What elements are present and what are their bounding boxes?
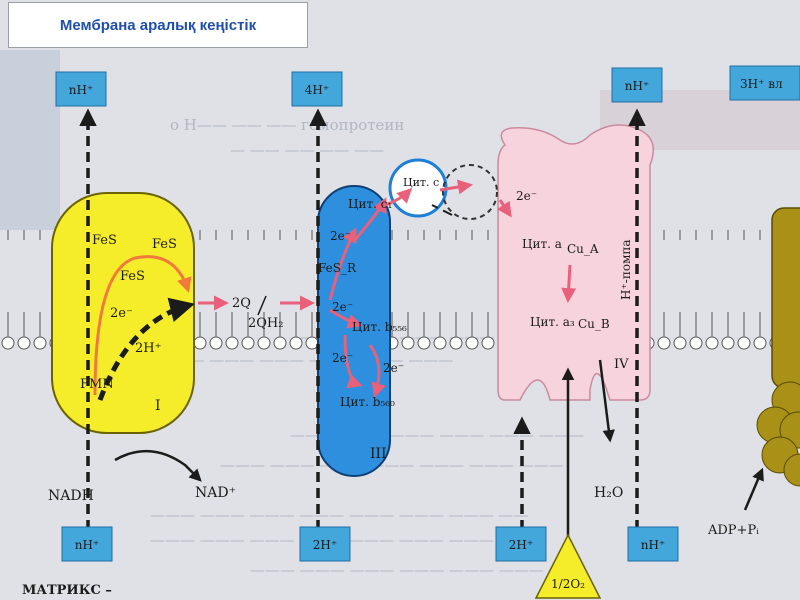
svg-text:FeS: FeS	[152, 237, 177, 252]
svg-text:о Н—— —— —— гемопротеин: о Н—— —— —— гемопротеин	[170, 116, 404, 134]
svg-text:nH⁺: nH⁺	[75, 538, 100, 552]
svg-text:Цит. a₃: Цит. a₃	[530, 315, 575, 329]
svg-text:2e⁻: 2e⁻	[332, 300, 353, 314]
complex-iii-labels: Цит. c₁ 2e⁻ FeS_R 2e⁻ Цит. b₅₅₆ 2e⁻ 2e⁻ …	[318, 197, 407, 462]
svg-text:I: I	[155, 398, 161, 414]
svg-text:2e⁻: 2e⁻	[332, 351, 353, 365]
svg-text:2Q: 2Q	[232, 296, 251, 311]
proton-pathways	[79, 108, 646, 530]
proton-box-top-3: nH⁺	[611, 67, 663, 103]
electron-path-complex-i	[93, 255, 192, 396]
svg-text:FMN: FMN	[80, 377, 114, 392]
svg-text:Cu_A: Cu_A	[567, 242, 599, 256]
svg-text:H⁺-помпа: H⁺-помпа	[619, 239, 633, 300]
svg-text:Cu_B: Cu_B	[578, 317, 610, 331]
complex-iv-labels: 2e⁻ Цит. a Cu_A Цит. a₃ Cu_B IV H⁺-помпа	[516, 189, 633, 372]
water-label: H₂O	[594, 485, 623, 501]
proton-box-bottom-2: 2H⁺	[299, 526, 351, 562]
svg-text:2QH₂: 2QH₂	[248, 316, 283, 331]
svg-text:Цит. c₁: Цит. c₁	[348, 197, 392, 211]
svg-text:FeS_R: FeS_R	[318, 261, 357, 275]
svg-text:nH⁺: nH⁺	[641, 538, 666, 552]
svg-text:2e⁻: 2e⁻	[383, 361, 404, 375]
svg-text:IV: IV	[614, 357, 629, 372]
oxygen-triangle: 1/2O₂	[534, 533, 602, 599]
svg-text:2e⁻: 2e⁻	[516, 189, 537, 203]
page-title: Мембрана аралық кеңістік	[8, 2, 308, 48]
svg-text:——— ——— ——— ——— ——— ——— ——— ——: ——— ——— ——— ——— ——— ——— ——— ——	[150, 506, 528, 524]
svg-text:FeS: FeS	[120, 269, 145, 284]
atp-synthase	[756, 207, 800, 487]
proton-box-top-1: nH⁺	[55, 71, 107, 107]
svg-text:2e⁻: 2e⁻	[330, 229, 351, 243]
electron-arrows	[198, 179, 577, 398]
svg-text:Цит. b₅₆₀: Цит. b₅₆₀	[340, 395, 395, 409]
svg-text:nH⁺: nH⁺	[69, 83, 94, 97]
nadh-label: NADH	[48, 488, 94, 504]
svg-text:——— ——— ——— ——— ——— ——— ———: ——— ——— ——— ——— ——— ——— ———	[220, 456, 564, 474]
svg-text:1/2O₂: 1/2O₂	[551, 577, 585, 591]
proton-box-top-4: 3H⁺ вл	[729, 65, 800, 101]
svg-text:2H⁺: 2H⁺	[135, 341, 161, 356]
complex-i-labels: FeS FeS FeS 2e⁻ 2H⁺ FMN I	[80, 233, 177, 414]
svg-text:2H⁺: 2H⁺	[509, 538, 533, 552]
svg-text:FeS: FeS	[92, 233, 117, 248]
svg-text:2e⁻: 2e⁻	[110, 306, 133, 321]
adp-label: ADP+Pᵢ	[707, 523, 759, 538]
svg-text:III: III	[370, 446, 387, 462]
cytochrome-c-label: Цит. c	[403, 176, 439, 189]
svg-text:2H⁺: 2H⁺	[313, 538, 337, 552]
proton-box-bottom-3: 2H⁺	[495, 526, 547, 562]
quinone-labels: 2Q 2QH₂	[232, 295, 283, 331]
svg-text:——— ——— ——— ——— ——— ——— ——: ——— ——— ——— ——— ——— ——— ——	[250, 561, 579, 579]
proton-box-bottom-4: nH⁺	[627, 526, 679, 562]
svg-text:— —— —— —— ——: — —— —— —— ——	[230, 141, 384, 159]
svg-text:4H⁺: 4H⁺	[305, 83, 329, 97]
svg-text:3H⁺ вл: 3H⁺ вл	[740, 77, 783, 91]
matrix-label: МАТРИКС –	[22, 583, 112, 598]
proton-box-top-2: 4H⁺	[291, 71, 343, 107]
proton-box-bottom-1: nH⁺	[61, 526, 113, 562]
complex-iv	[497, 124, 655, 401]
svg-text:Цит. b₅₅₆: Цит. b₅₅₆	[352, 320, 407, 334]
svg-text:nH⁺: nH⁺	[625, 79, 650, 93]
nad-label: NAD⁺	[195, 485, 236, 501]
svg-text:Цит. a: Цит. a	[522, 237, 562, 251]
